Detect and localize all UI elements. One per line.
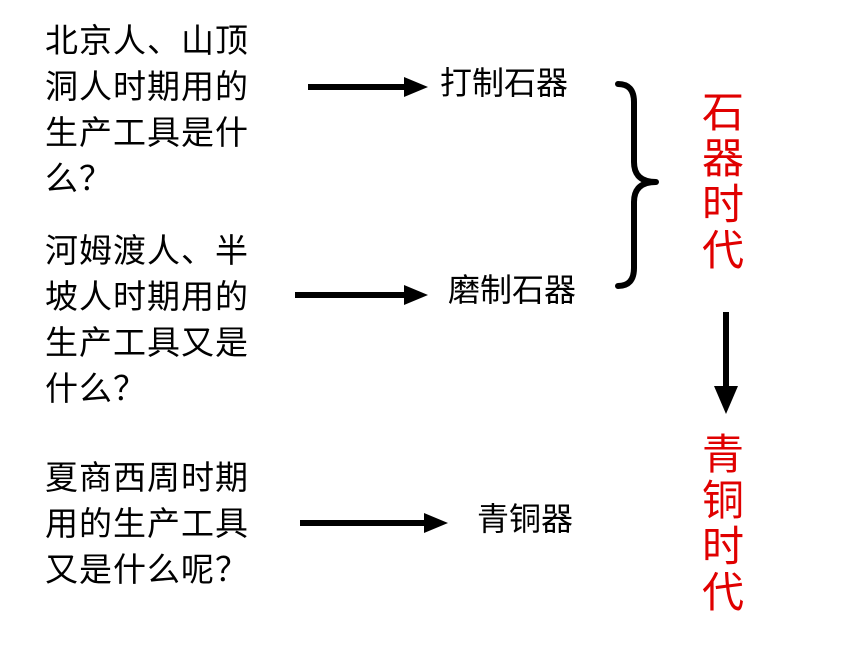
question-1-line-2: 洞人时期用的 — [45, 67, 249, 106]
right-curly-brace — [612, 80, 660, 290]
question-3: 夏商西周时期 用的生产工具 又是什么呢？ — [45, 455, 285, 593]
question-2-line-4: 什么？ — [45, 369, 147, 408]
answer-polished-stone-tools: 磨制石器 — [448, 271, 577, 309]
era-stone-age-char-3: 时 — [702, 180, 745, 229]
era-bronze-age-char-1: 青 — [702, 430, 745, 479]
question-2-line-2: 坡人时期用的 — [45, 277, 249, 316]
era-stone-age: 石 器 时 代 — [702, 90, 744, 274]
arrow-down — [708, 312, 744, 414]
answer-bronze-ware: 青铜器 — [477, 500, 574, 538]
era-stone-age-char-1: 石 — [702, 88, 745, 137]
arrow-right-2 — [295, 280, 428, 310]
era-stone-age-char-2: 器 — [702, 134, 745, 183]
question-2: 河姆渡人、半 坡人时期用的 生产工具又是 什么？ — [45, 228, 285, 412]
question-2-line-3: 生产工具又是 — [45, 323, 249, 362]
answer-chipped-stone-tools: 打制石器 — [440, 64, 569, 102]
question-1-line-4: 么？ — [45, 159, 113, 198]
question-1-line-1: 北京人、山顶 — [45, 21, 249, 60]
era-bronze-age-char-2: 铜 — [702, 476, 745, 525]
question-3-line-3: 又是什么呢？ — [45, 550, 249, 589]
era-bronze-age-char-4: 代 — [702, 568, 745, 617]
question-3-line-2: 用的生产工具 — [45, 504, 249, 543]
era-bronze-age: 青 铜 时 代 — [702, 432, 744, 616]
arrow-right-1 — [308, 72, 428, 102]
era-bronze-age-char-3: 时 — [702, 522, 745, 571]
arrow-right-3 — [300, 508, 448, 538]
question-2-line-1: 河姆渡人、半 — [45, 231, 249, 270]
question-3-line-1: 夏商西周时期 — [45, 458, 249, 497]
question-1: 北京人、山顶 洞人时期用的 生产工具是什 么？ — [45, 18, 285, 202]
question-1-line-3: 生产工具是什 — [45, 113, 249, 152]
era-stone-age-char-4: 代 — [702, 226, 745, 275]
